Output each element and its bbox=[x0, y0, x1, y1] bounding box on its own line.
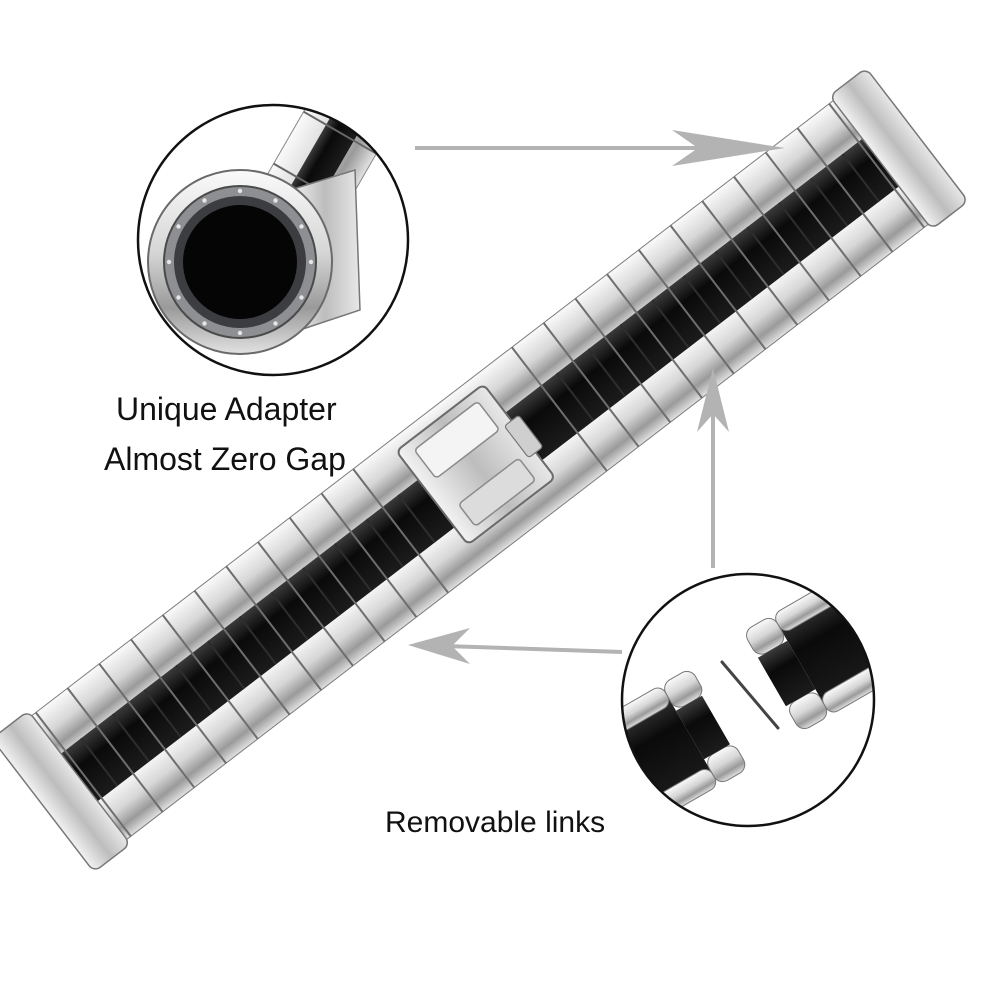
adapter-detail bbox=[136, 103, 410, 377]
band-link-separators bbox=[35, 103, 925, 837]
pointer-arrows bbox=[408, 130, 785, 664]
band-end-adapter-top bbox=[831, 70, 966, 227]
band-clasp bbox=[397, 385, 554, 544]
link-pin-icon bbox=[720, 660, 780, 730]
watch-band bbox=[0, 70, 966, 870]
links-detail bbox=[620, 572, 876, 828]
adapter-caption-line2: Almost Zero Gap bbox=[104, 441, 346, 477]
links-caption: Removable links bbox=[385, 806, 606, 839]
arrow-to-links-left bbox=[444, 644, 623, 654]
adapter-caption-line1: Unique Adapter bbox=[116, 391, 337, 427]
watch-face-icon bbox=[183, 205, 297, 319]
arrow-to-links-up-head bbox=[697, 368, 729, 432]
arrow-to-adapter-head bbox=[672, 130, 785, 166]
arrow-to-links-left-head bbox=[408, 628, 470, 664]
band-end-adapter-bottom bbox=[0, 713, 129, 870]
